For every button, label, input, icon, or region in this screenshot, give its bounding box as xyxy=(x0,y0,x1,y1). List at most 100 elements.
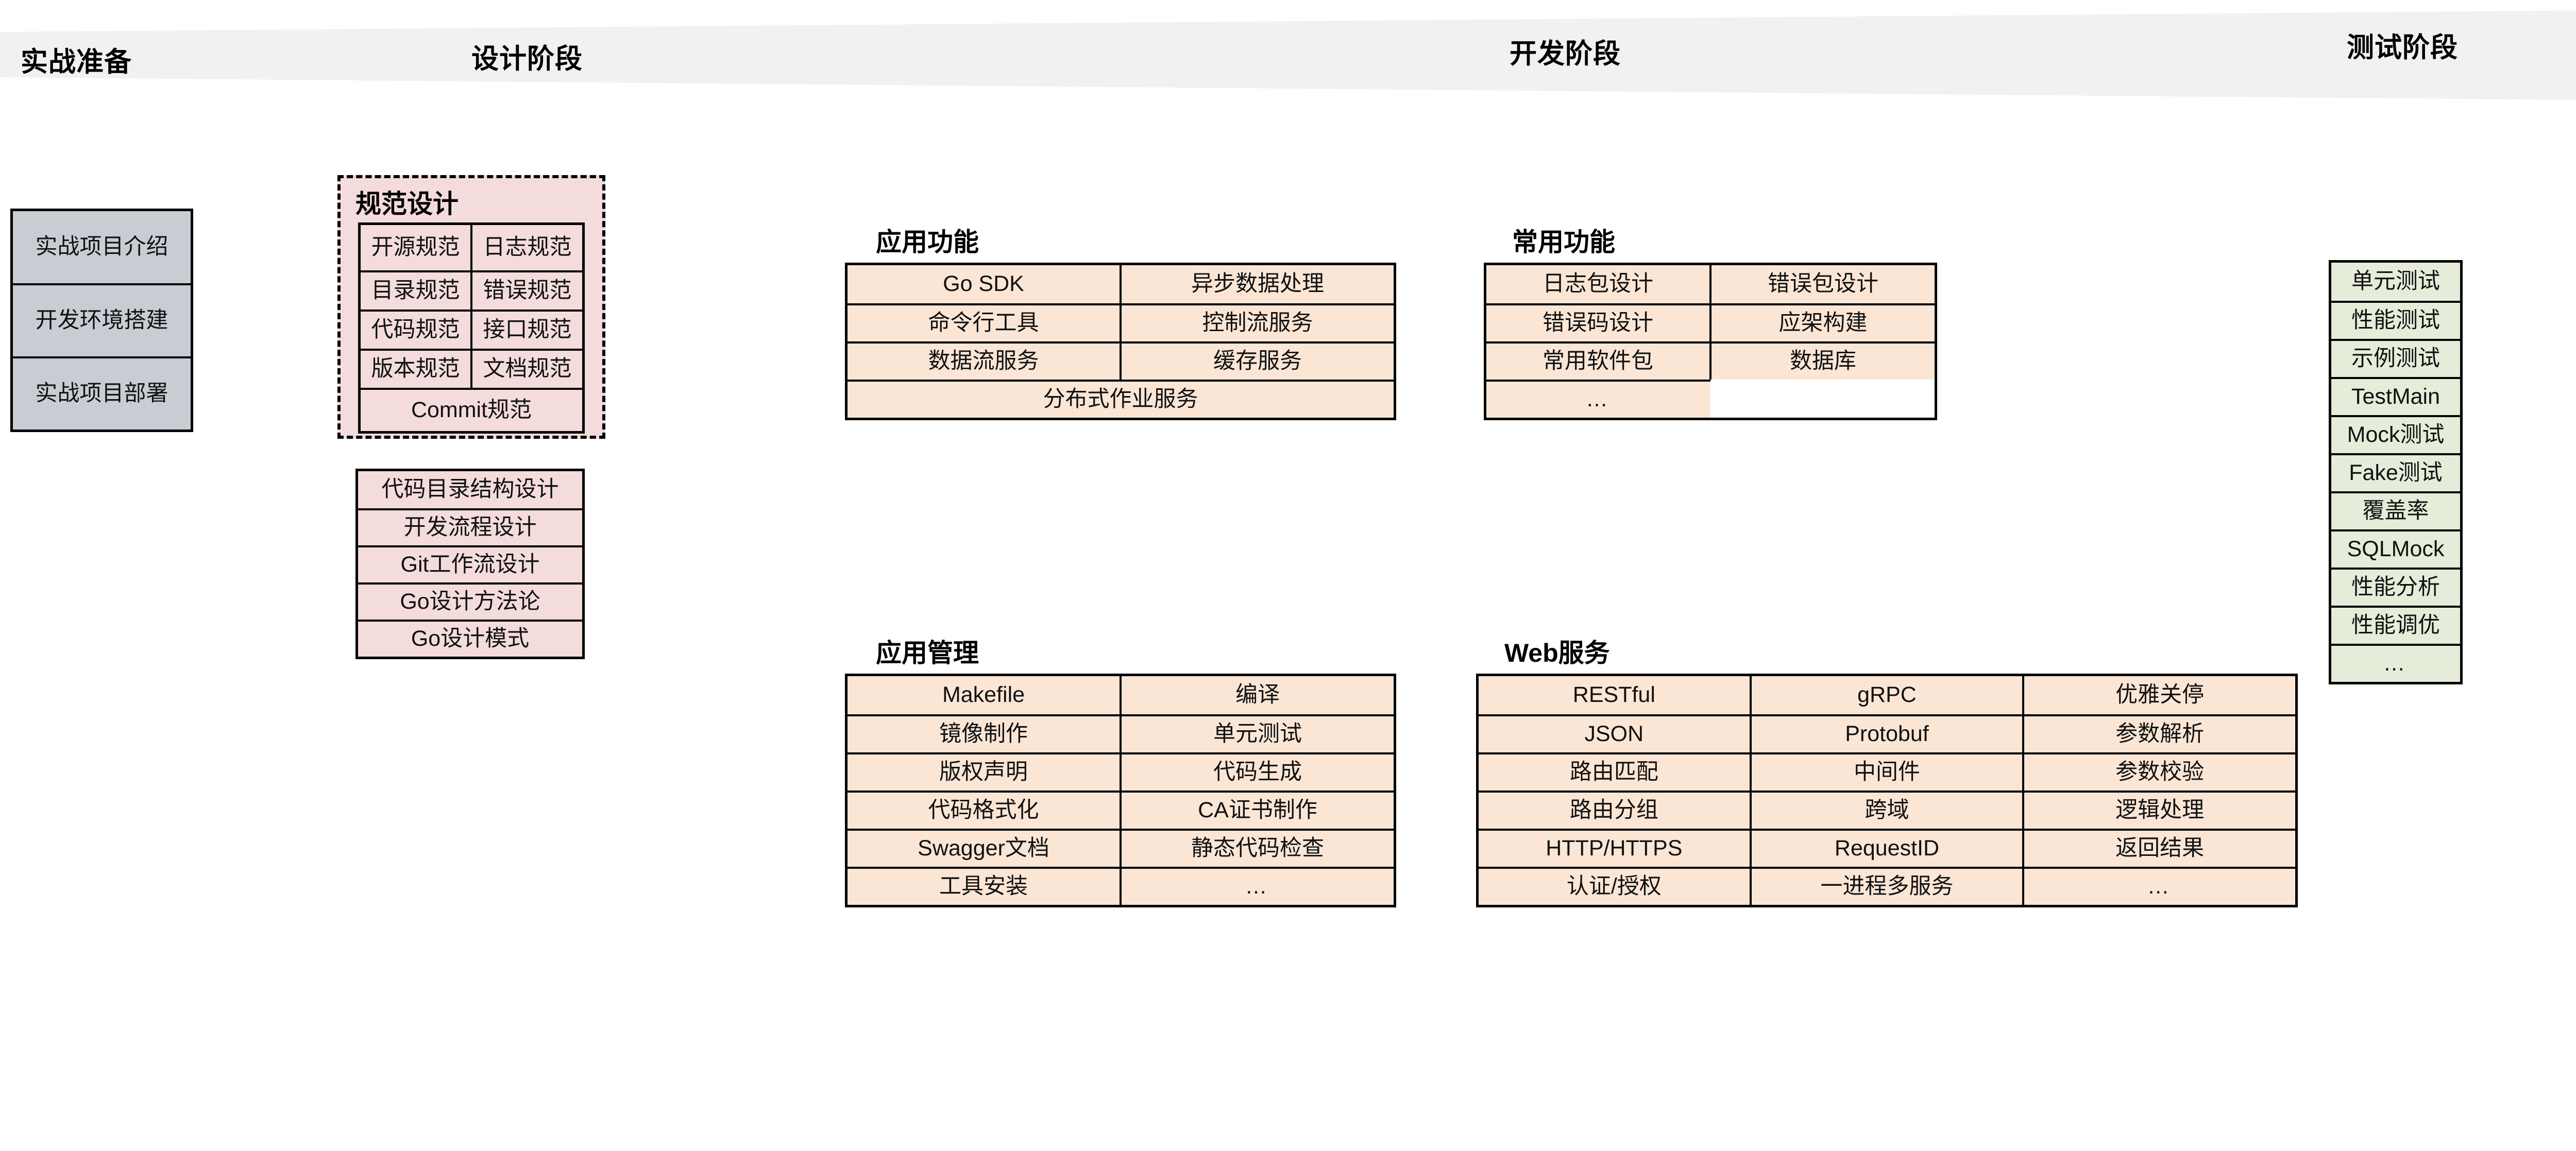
table-row: 日志包设计 错误包设计 xyxy=(1486,265,1935,303)
spec-cell-3-0[interactable]: 版本规范 xyxy=(361,349,470,388)
common-feature-0-1[interactable]: 错误包设计 xyxy=(1709,265,1935,303)
web-2-1[interactable]: 中间件 xyxy=(1749,752,2023,791)
app-feature-2-1[interactable]: 缓存服务 xyxy=(1120,341,1394,380)
web-3-0[interactable]: 路由分组 xyxy=(1479,791,1750,829)
table-row: 命令行工具 控制流服务 xyxy=(848,303,1394,341)
table-row: 实战项目部署 xyxy=(13,356,191,430)
prep-item-0[interactable]: 实战项目介绍 xyxy=(13,211,191,283)
table-row: … xyxy=(1486,380,1935,418)
test-item-5[interactable]: Fake测试 xyxy=(2331,453,2460,491)
web-5-2[interactable]: … xyxy=(2022,867,2296,905)
app-manage-table: Makefile 编译 镜像制作 单元测试 版权声明 代码生成 代码格式化 CA… xyxy=(845,674,1396,907)
common-feature-2-0[interactable]: 常用软件包 xyxy=(1486,341,1709,380)
test-item-7[interactable]: SQLMock xyxy=(2331,529,2460,568)
table-row: 性能测试 xyxy=(2331,301,2460,339)
test-item-0[interactable]: 单元测试 xyxy=(2331,263,2460,301)
test-item-10[interactable]: … xyxy=(2331,644,2460,682)
spec-cell-2-0[interactable]: 代码规范 xyxy=(361,310,470,349)
web-0-2[interactable]: 优雅关停 xyxy=(2022,676,2296,714)
spec-cell-1-0[interactable]: 目录规范 xyxy=(361,270,470,310)
web-0-0[interactable]: RESTful xyxy=(1479,676,1750,714)
common-feature-1-1[interactable]: 应架构建 xyxy=(1709,303,1935,341)
web-3-1[interactable]: 跨域 xyxy=(1749,791,2023,829)
design-item-3[interactable]: Go设计方法论 xyxy=(358,582,582,620)
common-feature-2-1[interactable]: 数据库 xyxy=(1709,341,1935,380)
app-manage-title: 应用管理 xyxy=(876,639,979,667)
common-feature-0-0[interactable]: 日志包设计 xyxy=(1486,265,1709,303)
spec-cell-4-0[interactable]: Commit规范 xyxy=(361,388,582,431)
web-0-1[interactable]: gRPC xyxy=(1749,676,2023,714)
common-feature-3-blank xyxy=(1710,380,1935,418)
prep-item-2[interactable]: 实战项目部署 xyxy=(13,356,191,430)
app-manage-0-1[interactable]: 编译 xyxy=(1120,676,1394,714)
app-manage-3-0[interactable]: 代码格式化 xyxy=(848,791,1120,829)
design-item-1[interactable]: 开发流程设计 xyxy=(358,508,582,545)
app-feature-0-1[interactable]: 异步数据处理 xyxy=(1120,265,1394,303)
web-4-2[interactable]: 返回结果 xyxy=(2022,829,2296,867)
test-item-8[interactable]: 性能分析 xyxy=(2331,568,2460,606)
design-item-2[interactable]: Git工作流设计 xyxy=(358,545,582,582)
phase-banner: 实战准备 设计阶段 开发阶段 测试阶段 部署阶段 Tips xyxy=(0,0,2576,103)
table-row: 认证/授权 一进程多服务 … xyxy=(1479,867,2296,905)
common-feature-1-0[interactable]: 错误码设计 xyxy=(1486,303,1709,341)
web-2-0[interactable]: 路由匹配 xyxy=(1479,752,1750,791)
web-4-1[interactable]: RequestID xyxy=(1749,829,2023,867)
spec-cell-1-1[interactable]: 错误规范 xyxy=(470,270,582,310)
web-service-table: RESTful gRPC 优雅关停 JSON Protobuf 参数解析 路由匹… xyxy=(1476,674,2298,907)
table-row: 代码目录结构设计 xyxy=(358,471,582,508)
prep-items-table: 实战项目介绍 开发环境搭建 实战项目部署 xyxy=(10,209,193,432)
test-item-1[interactable]: 性能测试 xyxy=(2331,301,2460,339)
spec-cell-3-1[interactable]: 文档规范 xyxy=(470,349,582,388)
app-feature-0-0[interactable]: Go SDK xyxy=(848,265,1120,303)
test-item-3[interactable]: TestMain xyxy=(2331,377,2460,415)
table-row: 分布式作业服务 xyxy=(848,380,1394,418)
web-2-2[interactable]: 参数校验 xyxy=(2022,752,2296,791)
table-row: 开发环境搭建 xyxy=(13,283,191,356)
test-item-9[interactable]: 性能调优 xyxy=(2331,606,2460,644)
common-feature-3-0[interactable]: … xyxy=(1486,380,1710,418)
app-manage-4-0[interactable]: Swagger文档 xyxy=(848,829,1120,867)
table-row: 目录规范 错误规范 xyxy=(361,270,582,310)
web-1-1[interactable]: Protobuf xyxy=(1749,714,2023,752)
app-manage-3-1[interactable]: CA证书制作 xyxy=(1120,791,1394,829)
spec-cell-0-0[interactable]: 开源规范 xyxy=(361,225,470,270)
app-feature-1-1[interactable]: 控制流服务 xyxy=(1120,303,1394,341)
design-items-table: 代码目录结构设计 开发流程设计 Git工作流设计 Go设计方法论 Go设计模式 xyxy=(355,469,585,659)
design-item-4[interactable]: Go设计模式 xyxy=(358,620,582,657)
app-manage-5-1[interactable]: … xyxy=(1120,867,1394,905)
phase-label-develop: 开发阶段 xyxy=(1510,39,1621,69)
table-row: 路由分组 跨域 逻辑处理 xyxy=(1479,791,2296,829)
table-row: Go SDK 异步数据处理 xyxy=(848,265,1394,303)
web-3-2[interactable]: 逻辑处理 xyxy=(2022,791,2296,829)
table-row: 版本规范 文档规范 xyxy=(361,349,582,388)
test-item-4[interactable]: Mock测试 xyxy=(2331,415,2460,453)
table-row: 代码规范 接口规范 xyxy=(361,310,582,349)
table-row: 开发流程设计 xyxy=(358,508,582,545)
test-item-2[interactable]: 示例测试 xyxy=(2331,339,2460,377)
web-1-0[interactable]: JSON xyxy=(1479,714,1750,752)
app-manage-2-0[interactable]: 版权声明 xyxy=(848,752,1120,791)
app-manage-1-1[interactable]: 单元测试 xyxy=(1120,714,1394,752)
prep-item-1[interactable]: 开发环境搭建 xyxy=(13,283,191,356)
table-row: 常用软件包 数据库 xyxy=(1486,341,1935,380)
app-feature-3-0[interactable]: 分布式作业服务 xyxy=(848,380,1394,418)
web-5-1[interactable]: 一进程多服务 xyxy=(1749,867,2023,905)
banner-arrow-shape xyxy=(0,10,2576,100)
table-row: Fake测试 xyxy=(2331,453,2460,491)
app-manage-5-0[interactable]: 工具安装 xyxy=(848,867,1120,905)
app-feature-1-0[interactable]: 命令行工具 xyxy=(848,303,1120,341)
app-feature-2-0[interactable]: 数据流服务 xyxy=(848,341,1120,380)
app-manage-1-0[interactable]: 镜像制作 xyxy=(848,714,1120,752)
table-row: Go设计模式 xyxy=(358,620,582,657)
test-item-6[interactable]: 覆盖率 xyxy=(2331,491,2460,529)
web-1-2[interactable]: 参数解析 xyxy=(2022,714,2296,752)
spec-cell-0-1[interactable]: 日志规范 xyxy=(470,225,582,270)
app-manage-2-1[interactable]: 代码生成 xyxy=(1120,752,1394,791)
design-item-0[interactable]: 代码目录结构设计 xyxy=(358,471,582,508)
app-manage-4-1[interactable]: 静态代码检查 xyxy=(1120,829,1394,867)
app-manage-0-0[interactable]: Makefile xyxy=(848,676,1120,714)
spec-design-title: 规范设计 xyxy=(355,190,459,218)
web-5-0[interactable]: 认证/授权 xyxy=(1479,867,1750,905)
web-4-0[interactable]: HTTP/HTTPS xyxy=(1479,829,1750,867)
spec-cell-2-1[interactable]: 接口规范 xyxy=(470,310,582,349)
